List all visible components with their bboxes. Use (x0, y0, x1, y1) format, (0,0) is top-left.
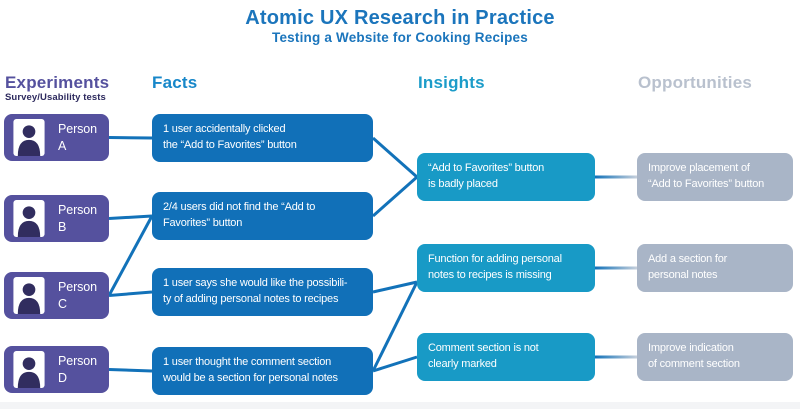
column-subheader-experiments: Survey/Usability tests (5, 92, 106, 103)
page-subtitle: Testing a Website for Cooking Recipes (272, 30, 528, 45)
fact-card-3: 1 user says she would like the possibili… (152, 268, 373, 316)
column-header-insights: Insights (418, 73, 485, 92)
footer-strip (0, 402, 800, 409)
person-label: Person A (58, 121, 98, 153)
page-title: Atomic UX Research in Practice (245, 7, 555, 29)
person-card-c: Person C (4, 272, 109, 319)
person-icon (13, 351, 45, 388)
person-label: Person C (58, 279, 98, 311)
opportunity-card-3: Improve indication of comment section (637, 333, 793, 381)
opportunity-card-2: Add a section for personal notes (637, 244, 793, 292)
column-header-experiments: Experiments (5, 73, 110, 92)
fact-card-1: 1 user accidentally clicked the “Add to … (152, 114, 373, 162)
person-icon (13, 200, 45, 237)
person-card-a: Person A (4, 114, 109, 161)
person-icon (13, 277, 45, 314)
person-icon (13, 119, 45, 156)
fact-card-2: 2/4 users did not find the “Add to Favor… (152, 192, 373, 240)
column-header-facts: Facts (152, 73, 198, 92)
insight-card-1: “Add to Favorites” button is badly place… (417, 153, 595, 201)
person-label: Person B (58, 202, 98, 234)
person-card-b: Person B (4, 195, 109, 242)
opportunity-card-1: Improve placement of “Add to Favorites” … (637, 153, 793, 201)
column-header-opportunities: Opportunities (638, 73, 753, 92)
person-label: Person D (58, 353, 98, 385)
person-card-d: Person D (4, 346, 109, 393)
insight-card-2: Function for adding personal notes to re… (417, 244, 595, 292)
fact-card-4: 1 user thought the comment section would… (152, 347, 373, 395)
insight-card-3: Comment section is not clearly marked (417, 333, 595, 381)
